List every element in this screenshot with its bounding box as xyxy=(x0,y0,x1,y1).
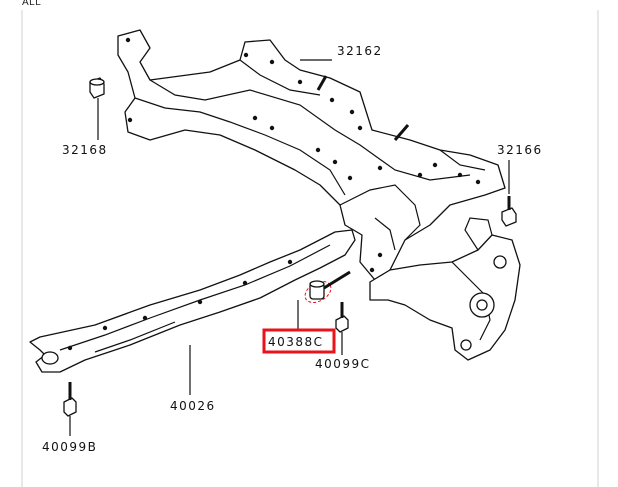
lower-arm-part[interactable] xyxy=(369,217,521,361)
callout-32166: 32166 xyxy=(497,143,543,157)
callout-40026: 40026 xyxy=(170,399,216,413)
scope-label: ALL xyxy=(22,0,42,8)
callout-40099b: 40099B xyxy=(42,440,97,454)
bolt-40099b[interactable] xyxy=(63,382,77,436)
callout-32162: 32162 xyxy=(337,44,383,58)
bolt-40099c[interactable] xyxy=(335,302,349,355)
callout-32168: 32168 xyxy=(62,143,108,157)
side-rail-part[interactable] xyxy=(29,229,356,373)
bolt-32168[interactable] xyxy=(89,77,105,140)
bushing-part[interactable] xyxy=(301,270,351,307)
bolt-32166[interactable] xyxy=(501,160,517,227)
callout-40099c: 40099C xyxy=(315,357,371,371)
callout-40388c: 40388C xyxy=(268,335,324,349)
highlight-box xyxy=(262,328,336,354)
crossmember-part[interactable] xyxy=(117,29,506,281)
